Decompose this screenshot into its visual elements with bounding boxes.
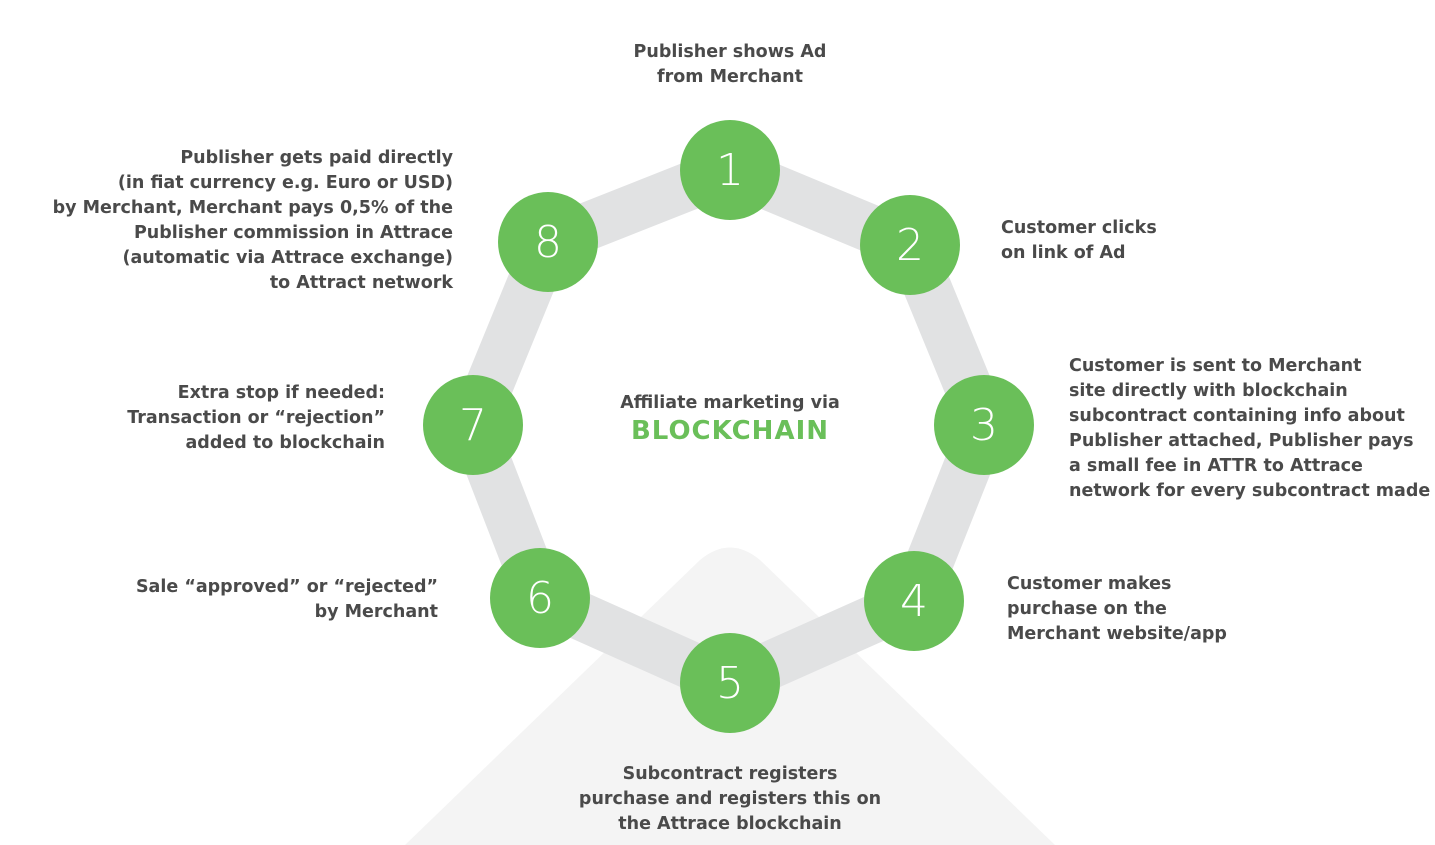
step-3-line: Customer is sent to Merchant bbox=[1069, 356, 1362, 376]
step-5-label: Subcontract registers purchase and regis… bbox=[560, 762, 900, 837]
step-6-node: 6 bbox=[490, 548, 590, 648]
step-8-line: to Attract network bbox=[269, 273, 453, 293]
step-3-label: Customer is sent to Merchant site direct… bbox=[1069, 354, 1430, 504]
step-7-label: Extra stop if needed: Transaction or “re… bbox=[127, 381, 385, 456]
step-7-node: 7 bbox=[423, 375, 523, 475]
step-3-line: subcontract containing info about bbox=[1069, 406, 1405, 426]
step-5-node: 5 bbox=[680, 633, 780, 733]
step-5-line: the Attrace blockchain bbox=[618, 814, 842, 834]
step-8-node: 8 bbox=[498, 192, 598, 292]
step-3-number: 3 bbox=[970, 399, 998, 451]
step-4-line: purchase on the bbox=[1007, 599, 1167, 619]
step-7-line: Transaction or “rejection” bbox=[127, 408, 385, 428]
step-3-line: network for every subcontract made bbox=[1069, 481, 1431, 501]
step-2-node: 2 bbox=[860, 195, 960, 295]
step-7-line: added to blockchain bbox=[185, 433, 386, 453]
step-8-line: (automatic via Attrace exchange) bbox=[122, 248, 453, 268]
step-4-line: Merchant website/app bbox=[1007, 624, 1227, 644]
step-3-node: 3 bbox=[934, 375, 1034, 475]
step-4-node: 4 bbox=[864, 551, 964, 651]
step-8-number: 8 bbox=[534, 216, 562, 268]
center-title: Affiliate marketing via bbox=[620, 393, 840, 413]
step-1-node: 1 bbox=[680, 120, 780, 220]
step-7-line: Extra stop if needed: bbox=[177, 383, 385, 403]
step-4-label: Customer makes purchase on the Merchant … bbox=[1007, 572, 1227, 647]
step-2-line: on link of Ad bbox=[1001, 243, 1126, 263]
step-3-line: a small fee in ATTR to Attrace bbox=[1069, 456, 1363, 476]
step-8-line: by Merchant, Merchant pays 0,5% of the bbox=[52, 198, 453, 218]
step-8-line: Publisher gets paid directly bbox=[180, 148, 453, 168]
step-3-line: Publisher attached, Publisher pays bbox=[1069, 431, 1414, 451]
step-2-line: Customer clicks bbox=[1001, 218, 1157, 238]
step-8-line: Publisher commission in Attrace bbox=[133, 223, 453, 243]
step-5-line: Subcontract registers bbox=[622, 764, 838, 784]
step-7-number: 7 bbox=[459, 399, 487, 451]
step-6-number: 6 bbox=[526, 572, 554, 624]
step-1-label: Publisher shows Ad from Merchant bbox=[580, 40, 880, 90]
step-5-line: purchase and registers this on bbox=[578, 789, 882, 809]
step-4-line: Customer makes bbox=[1007, 574, 1172, 594]
step-1-line: from Merchant bbox=[657, 67, 803, 87]
step-5-number: 5 bbox=[716, 657, 744, 709]
center-subtitle: BLOCKCHAIN bbox=[630, 416, 830, 446]
step-4-number: 4 bbox=[900, 575, 928, 627]
step-6-line: by Merchant bbox=[314, 602, 438, 622]
step-6-label: Sale “approved” or “rejected” by Merchan… bbox=[136, 575, 438, 625]
step-8-line: (in fiat currency e.g. Euro or USD) bbox=[117, 173, 453, 193]
step-3-line: site directly with blockchain bbox=[1069, 381, 1348, 401]
step-2-number: 2 bbox=[896, 219, 924, 271]
step-1-line: Publisher shows Ad bbox=[633, 42, 827, 62]
step-6-line: Sale “approved” or “rejected” bbox=[135, 577, 438, 597]
step-2-label: Customer clicks on link of Ad bbox=[1001, 216, 1157, 266]
step-8-label: Publisher gets paid directly (in fiat cu… bbox=[53, 146, 453, 296]
step-1-number: 1 bbox=[716, 144, 744, 196]
